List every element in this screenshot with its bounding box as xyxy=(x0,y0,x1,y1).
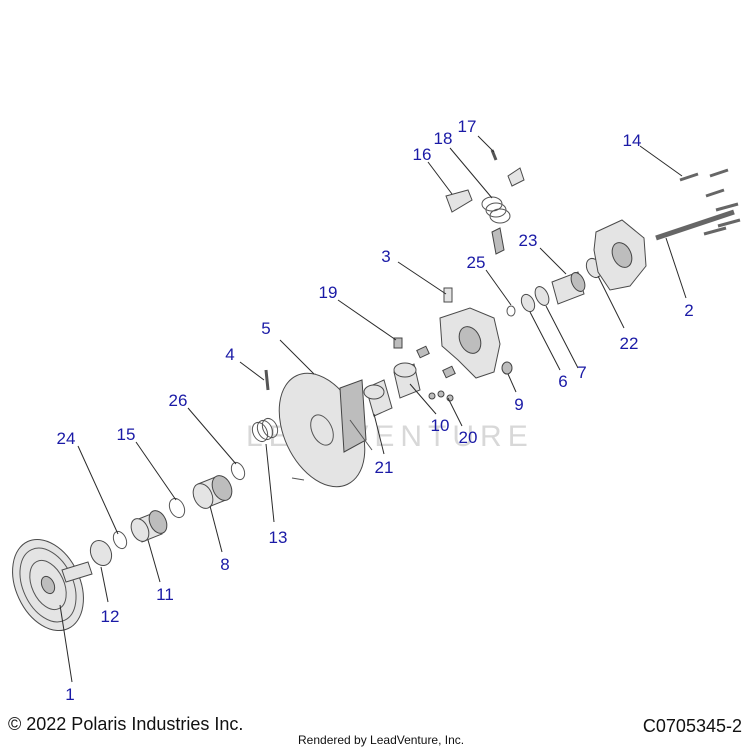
part-13-spring xyxy=(251,417,279,443)
callout-8: 8 xyxy=(220,555,229,574)
part-6-washer xyxy=(520,293,536,313)
part-8-sleeve xyxy=(192,475,233,509)
part-4-pin xyxy=(264,369,270,391)
part-7-washer xyxy=(534,286,550,306)
part-9-roller xyxy=(501,361,513,375)
part-14-bolts xyxy=(679,168,741,236)
cover-plate xyxy=(593,219,647,291)
leader-lines xyxy=(59,135,687,683)
part-20-pieces xyxy=(428,390,454,402)
callout-19: 19 xyxy=(319,283,338,302)
callout-22: 22 xyxy=(620,334,639,353)
part-17-cap xyxy=(507,167,525,187)
diagram-code: C0705345-2 xyxy=(642,716,742,736)
part-25-washer xyxy=(506,305,516,317)
callout-9: 9 xyxy=(514,395,523,414)
callout-10: 10 xyxy=(431,416,450,435)
callout-21: 21 xyxy=(375,458,394,477)
part-19-rollers xyxy=(393,337,456,379)
callout-25: 25 xyxy=(467,253,486,272)
callout-1: 1 xyxy=(65,685,74,704)
callout-24: 24 xyxy=(57,429,76,448)
part-12-clip xyxy=(89,539,113,567)
callout-7: 7 xyxy=(577,363,586,382)
callout-13: 13 xyxy=(269,528,288,547)
callout-5: 5 xyxy=(261,319,270,338)
part-17-pin xyxy=(490,149,498,161)
callout-12: 12 xyxy=(101,607,120,626)
copyright-text: © 2022 Polaris Industries Inc. xyxy=(8,714,244,734)
callout-14: 14 xyxy=(623,131,642,150)
callout-20: 20 xyxy=(459,428,478,447)
part-24-ring xyxy=(112,530,128,550)
part-26-ring xyxy=(230,461,246,481)
callout-15: 15 xyxy=(117,425,136,444)
callout-2: 2 xyxy=(684,301,693,320)
part-1-fixed-sheave xyxy=(12,538,93,632)
part-10-sleeve xyxy=(393,362,421,399)
callout-26: 26 xyxy=(169,391,188,410)
parts-group xyxy=(12,149,741,632)
callout-numbers: 1 2 3 4 5 6 7 8 9 10 11 12 13 14 15 16 1… xyxy=(57,117,694,704)
part-2-bolt xyxy=(655,209,735,241)
part-15-ring xyxy=(168,497,186,519)
callout-11: 11 xyxy=(156,585,174,604)
callout-17: 17 xyxy=(458,117,477,136)
rendered-by-text: Rendered by LeadVenture, Inc. xyxy=(298,733,465,747)
callout-4: 4 xyxy=(225,345,234,364)
moveable-sheave xyxy=(278,372,373,488)
part-21-sleeve xyxy=(363,379,393,417)
part-11-bushing xyxy=(130,510,168,543)
part-16-weight xyxy=(445,189,473,213)
callout-6: 6 xyxy=(558,372,567,391)
part-3-spider xyxy=(439,287,501,379)
callout-18: 18 xyxy=(434,129,453,148)
callout-16: 16 xyxy=(413,145,432,164)
callout-23: 23 xyxy=(519,231,538,250)
part-23-spacer xyxy=(551,271,586,305)
part-18-springs xyxy=(481,196,511,255)
callout-3: 3 xyxy=(381,247,390,266)
